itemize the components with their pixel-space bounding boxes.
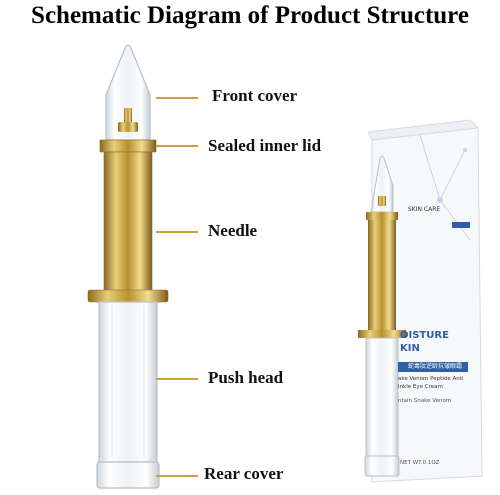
box-category: SKIN CARE bbox=[408, 206, 441, 213]
box-brand-line1: OISTURE bbox=[400, 330, 449, 341]
label-push-head: Push head bbox=[208, 368, 284, 387]
label-rear-cover: Rear cover bbox=[204, 464, 284, 483]
box-desc-line2: inkle Eye Cream bbox=[398, 384, 443, 390]
box-brand-line2: KIN bbox=[400, 343, 420, 354]
leader-front-cover bbox=[156, 97, 198, 99]
leader-needle bbox=[156, 231, 198, 233]
box-desc-line1: ake Venom Peptide Anti bbox=[398, 376, 464, 382]
small-front-cover-shape bbox=[370, 155, 394, 213]
label-sealed-inner-lid: Sealed inner lid bbox=[208, 136, 322, 155]
leader-push-head bbox=[156, 378, 198, 380]
page-title: Schematic Diagram of Product Structure bbox=[31, 2, 469, 29]
label-needle: Needle bbox=[208, 221, 258, 240]
box-net-weight: NET WT.0.1OZ bbox=[400, 460, 440, 466]
label-front-cover: Front cover bbox=[212, 86, 298, 105]
box-ingredient: ntain Snake Venom bbox=[398, 398, 452, 404]
small-pen bbox=[358, 155, 406, 477]
box-cn-name: 蛇毒肽逆龄抗皱眼霜 bbox=[398, 362, 468, 372]
leader-rear-cover bbox=[156, 475, 198, 477]
leader-sealed-inner-lid bbox=[156, 145, 198, 147]
large-pen bbox=[87, 44, 169, 489]
